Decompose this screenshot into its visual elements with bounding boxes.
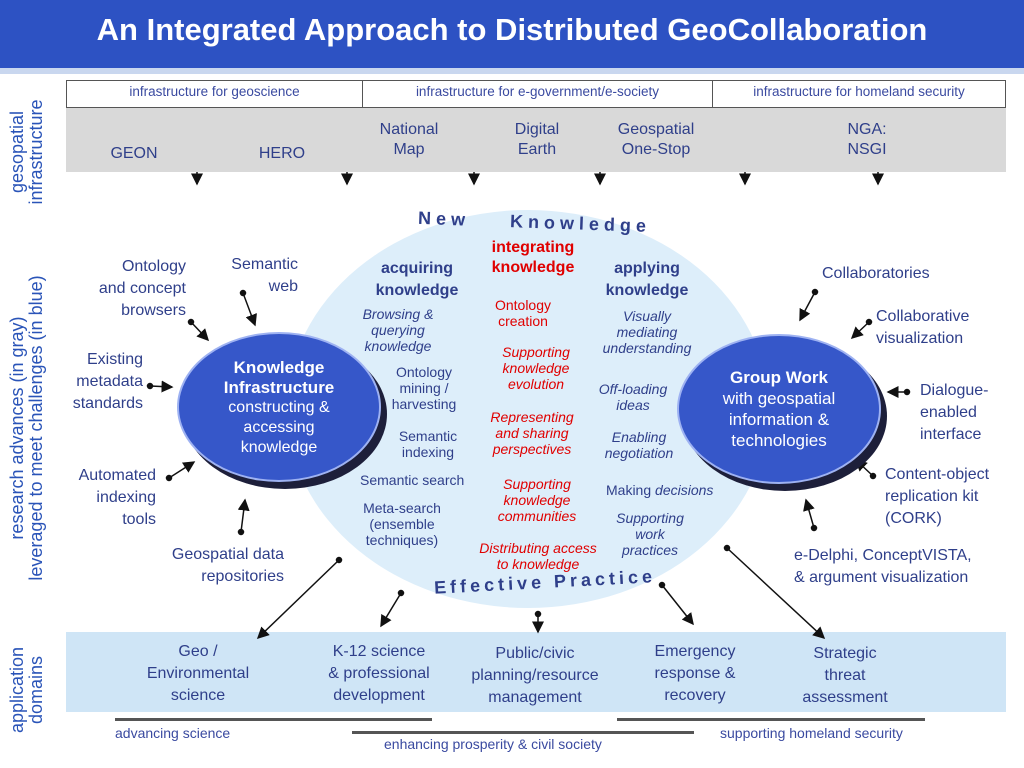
infra-header-geoscience: infrastructure for geoscience: [129, 84, 300, 99]
acquiring-knowledge-label: acquiring knowledge: [375, 260, 459, 299]
infra-header-egov: infrastructure for e-government/e-societ…: [415, 84, 660, 99]
item-ontology-creation: Ontology creation: [494, 297, 552, 329]
item-semantic-indexing: Semantic indexing: [398, 428, 458, 460]
left-geospatial-repositories: Geospatial data repositories: [171, 546, 284, 585]
infrastructure-header-row: infrastructure for geoscience infrastruc…: [66, 80, 1006, 108]
item-supporting-work: Supporting work practices: [616, 510, 684, 558]
item-representing: Representing and sharing perspectives: [490, 409, 574, 457]
item-supporting-communities: Supporting knowledge communities: [497, 476, 577, 524]
infra-nga-nsgi: NGA: NSGI: [847, 121, 887, 158]
right-collaboratories: Collaboratories: [822, 265, 930, 282]
divider-advancing-science: [115, 718, 432, 721]
page-title: An Integrated Approach to Distributed Ge…: [96, 12, 928, 47]
left-ontology-browsers: Ontology and concept browsers: [98, 258, 186, 319]
item-making-decisions: Making decisions: [606, 482, 714, 498]
infra-geon: GEON: [110, 145, 158, 162]
group-work-sub: with geospatial information & technologi…: [722, 389, 836, 450]
application-domains-band: [66, 632, 1006, 712]
applying-knowledge-label: applying knowledge: [605, 260, 689, 299]
knowledge-infrastructure-node: Knowledge Infrastructure constructing & …: [177, 332, 381, 482]
item-visually-mediating: Visually mediating understanding: [602, 308, 692, 356]
infra-digital-earth: Digital Earth: [514, 121, 560, 158]
bottom-label-advancing-science: advancing science: [115, 725, 231, 741]
group-work-title: Group Work: [730, 368, 828, 387]
item-distributing-access: Distributing access to knowledge: [479, 540, 597, 572]
item-ontology-mining: Ontology mining / harvesting: [391, 364, 457, 412]
bottom-label-supporting-homeland: supporting homeland security: [720, 725, 903, 741]
knowledge-infrastructure-sub: constructing & accessing knowledge: [228, 399, 330, 456]
bottom-label-enhancing-prosperity: enhancing prosperity & civil society: [384, 736, 602, 752]
knowledge-infrastructure-title: Knowledge Infrastructure: [223, 358, 335, 397]
left-semantic-web: Semantic web: [231, 256, 298, 295]
left-automated-indexing: Automated indexing tools: [78, 467, 156, 528]
item-enabling-negotiation: Enabling negotiation: [604, 429, 674, 461]
domain-geo-environmental: Geo / Environmental science: [146, 643, 250, 704]
infra-national-map: National Map: [379, 121, 439, 158]
right-collaborative-visualization: Collaborative visualization: [876, 308, 970, 347]
item-meta-search: Meta-search (ensemble techniques): [363, 500, 441, 548]
domain-emergency-response: Emergency response & recovery: [654, 643, 736, 704]
right-edelphi: e-Delphi, ConceptVISTA, & argument visua…: [794, 547, 972, 586]
item-offloading: Off-loading ideas: [598, 381, 668, 413]
right-cork: Content-object replication kit (CORK): [885, 466, 990, 527]
integrating-knowledge-label: integrating knowledge: [491, 239, 575, 276]
infra-hero: HERO: [258, 145, 306, 162]
infrastructure-band: [66, 108, 1006, 172]
domain-strategic-threat: Strategic threat assessment: [802, 645, 888, 706]
divider-enhancing-prosperity: [352, 731, 694, 734]
item-supporting-evolution: Supporting knowledge evolution: [502, 344, 570, 392]
right-dialogue-interface: Dialogue- enabled interface: [920, 382, 989, 443]
left-existing-metadata: Existing metadata standards: [72, 351, 143, 412]
domain-k12-science: K-12 science & professional development: [328, 643, 430, 704]
title-bar: [0, 0, 1024, 74]
infra-header-homeland: infrastructure for homeland security: [753, 84, 965, 99]
item-browsing: Browsing & querying knowledge: [362, 306, 434, 354]
group-work-node: Group Work with geospatial information &…: [677, 334, 881, 484]
infra-geospatial-one-stop: Geospatial One-Stop: [617, 121, 695, 158]
item-semantic-search: Semantic search: [360, 472, 465, 488]
divider-homeland-security: [617, 718, 925, 721]
domain-public-civic: Public/civic planning/resource managemen…: [471, 645, 599, 706]
